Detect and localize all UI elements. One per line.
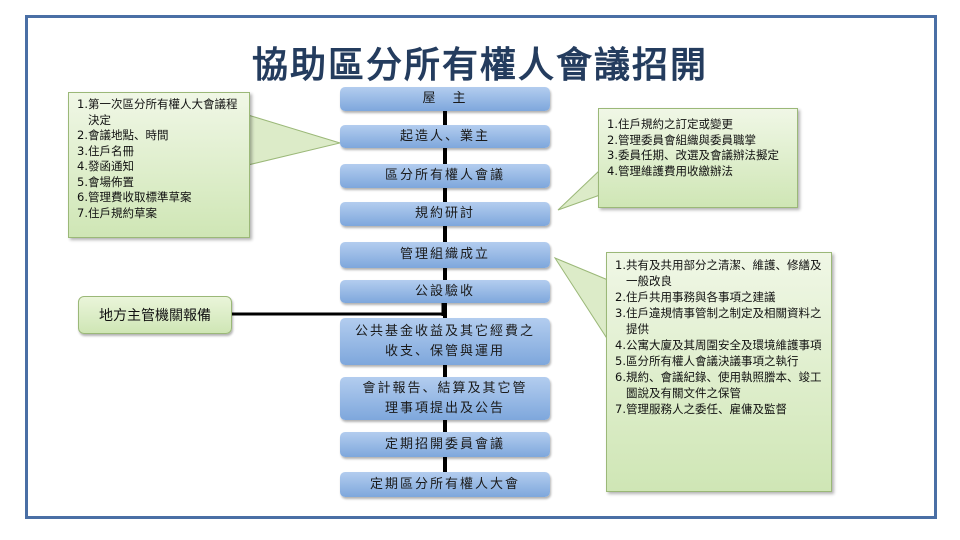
note-item: 3.住戶違規情事管制之制定及相關資料之提供 (615, 306, 822, 336)
note-item: 4.管理維護費用收繳辦法 (607, 163, 733, 178)
note-item: 1.住戶規約之訂定或變更 (607, 117, 733, 131)
note-item: 1.共有及共用部分之清潔、維護、修繕及一般改良 (615, 258, 822, 288)
slide-frame (25, 15, 937, 519)
note-right-bottom: 1.共有及共用部分之清潔、維護、修繕及一般改良 2.住戶共用事務與各事項之建議 … (606, 252, 832, 492)
note-item: 7.住戶規約草案 (77, 205, 157, 220)
note-item: 1.第一次區分所有權人大會議程決定 (77, 97, 238, 127)
note-item: 2.管理委員會組織與委員職掌 (607, 132, 756, 147)
step-accounting-report: 會計報告、結算及其它管理事項提出及公告 (340, 377, 550, 420)
note-right-top: 1.住戶規約之訂定或變更 2.管理委員會組織與委員職掌 3.委員任期、改選及會議… (598, 108, 798, 208)
step-committee-meeting: 定期招開委員會議 (340, 432, 550, 457)
note-item: 6.管理費收取標準草案 (77, 190, 192, 204)
step-builder: 起造人、業主 (340, 125, 550, 148)
note-item: 2.住戶共用事務與各事項之建議 (615, 290, 776, 304)
callout-tail-right-bottom (553, 256, 609, 342)
step-owner: 屋 主 (340, 87, 550, 111)
note-item: 3.委員任期、改選及會議辦法擬定 (607, 148, 779, 162)
step-facility-inspection: 公設驗收 (340, 280, 550, 303)
local-authority-box: 地方主管機關報備 (78, 296, 232, 334)
step-owners-meeting: 區分所有權人會議 (340, 164, 550, 188)
callout-tail-right-top (557, 168, 601, 211)
step-management-org: 管理組織成立 (340, 242, 550, 268)
step-general-assembly: 定期區分所有權人大會 (340, 472, 550, 497)
step-public-fund: 公共基金收益及其它經費之收支、保管與運用 (340, 318, 550, 365)
note-item: 5.區分所有權人會議決議事項之執行 (615, 354, 799, 368)
page-title: 協助區分所有權人會議招開 (251, 45, 708, 86)
note-item: 6.規約、會議紀錄、使用執照謄本、竣工圖說及有關文件之保管 (615, 370, 822, 400)
callout-tail-left (247, 114, 342, 166)
step-bylaws: 規約研討 (340, 202, 550, 226)
note-item: 5.會場佈置 (77, 174, 134, 189)
note-item: 4.公寓大廈及其周圍安全及環境維護事項 (615, 338, 822, 352)
note-item: 2.會議地點、時間 (77, 128, 169, 142)
note-item: 3.住戶名冊 (77, 143, 134, 158)
note-left: 1.第一次區分所有權人大會議程決定 2.會議地點、時間 3.住戶名冊 4.發函通… (68, 92, 250, 238)
note-item: 4.發函通知 (77, 159, 134, 173)
note-item: 7.管理服務人之委任、雇傭及監督 (615, 402, 787, 416)
